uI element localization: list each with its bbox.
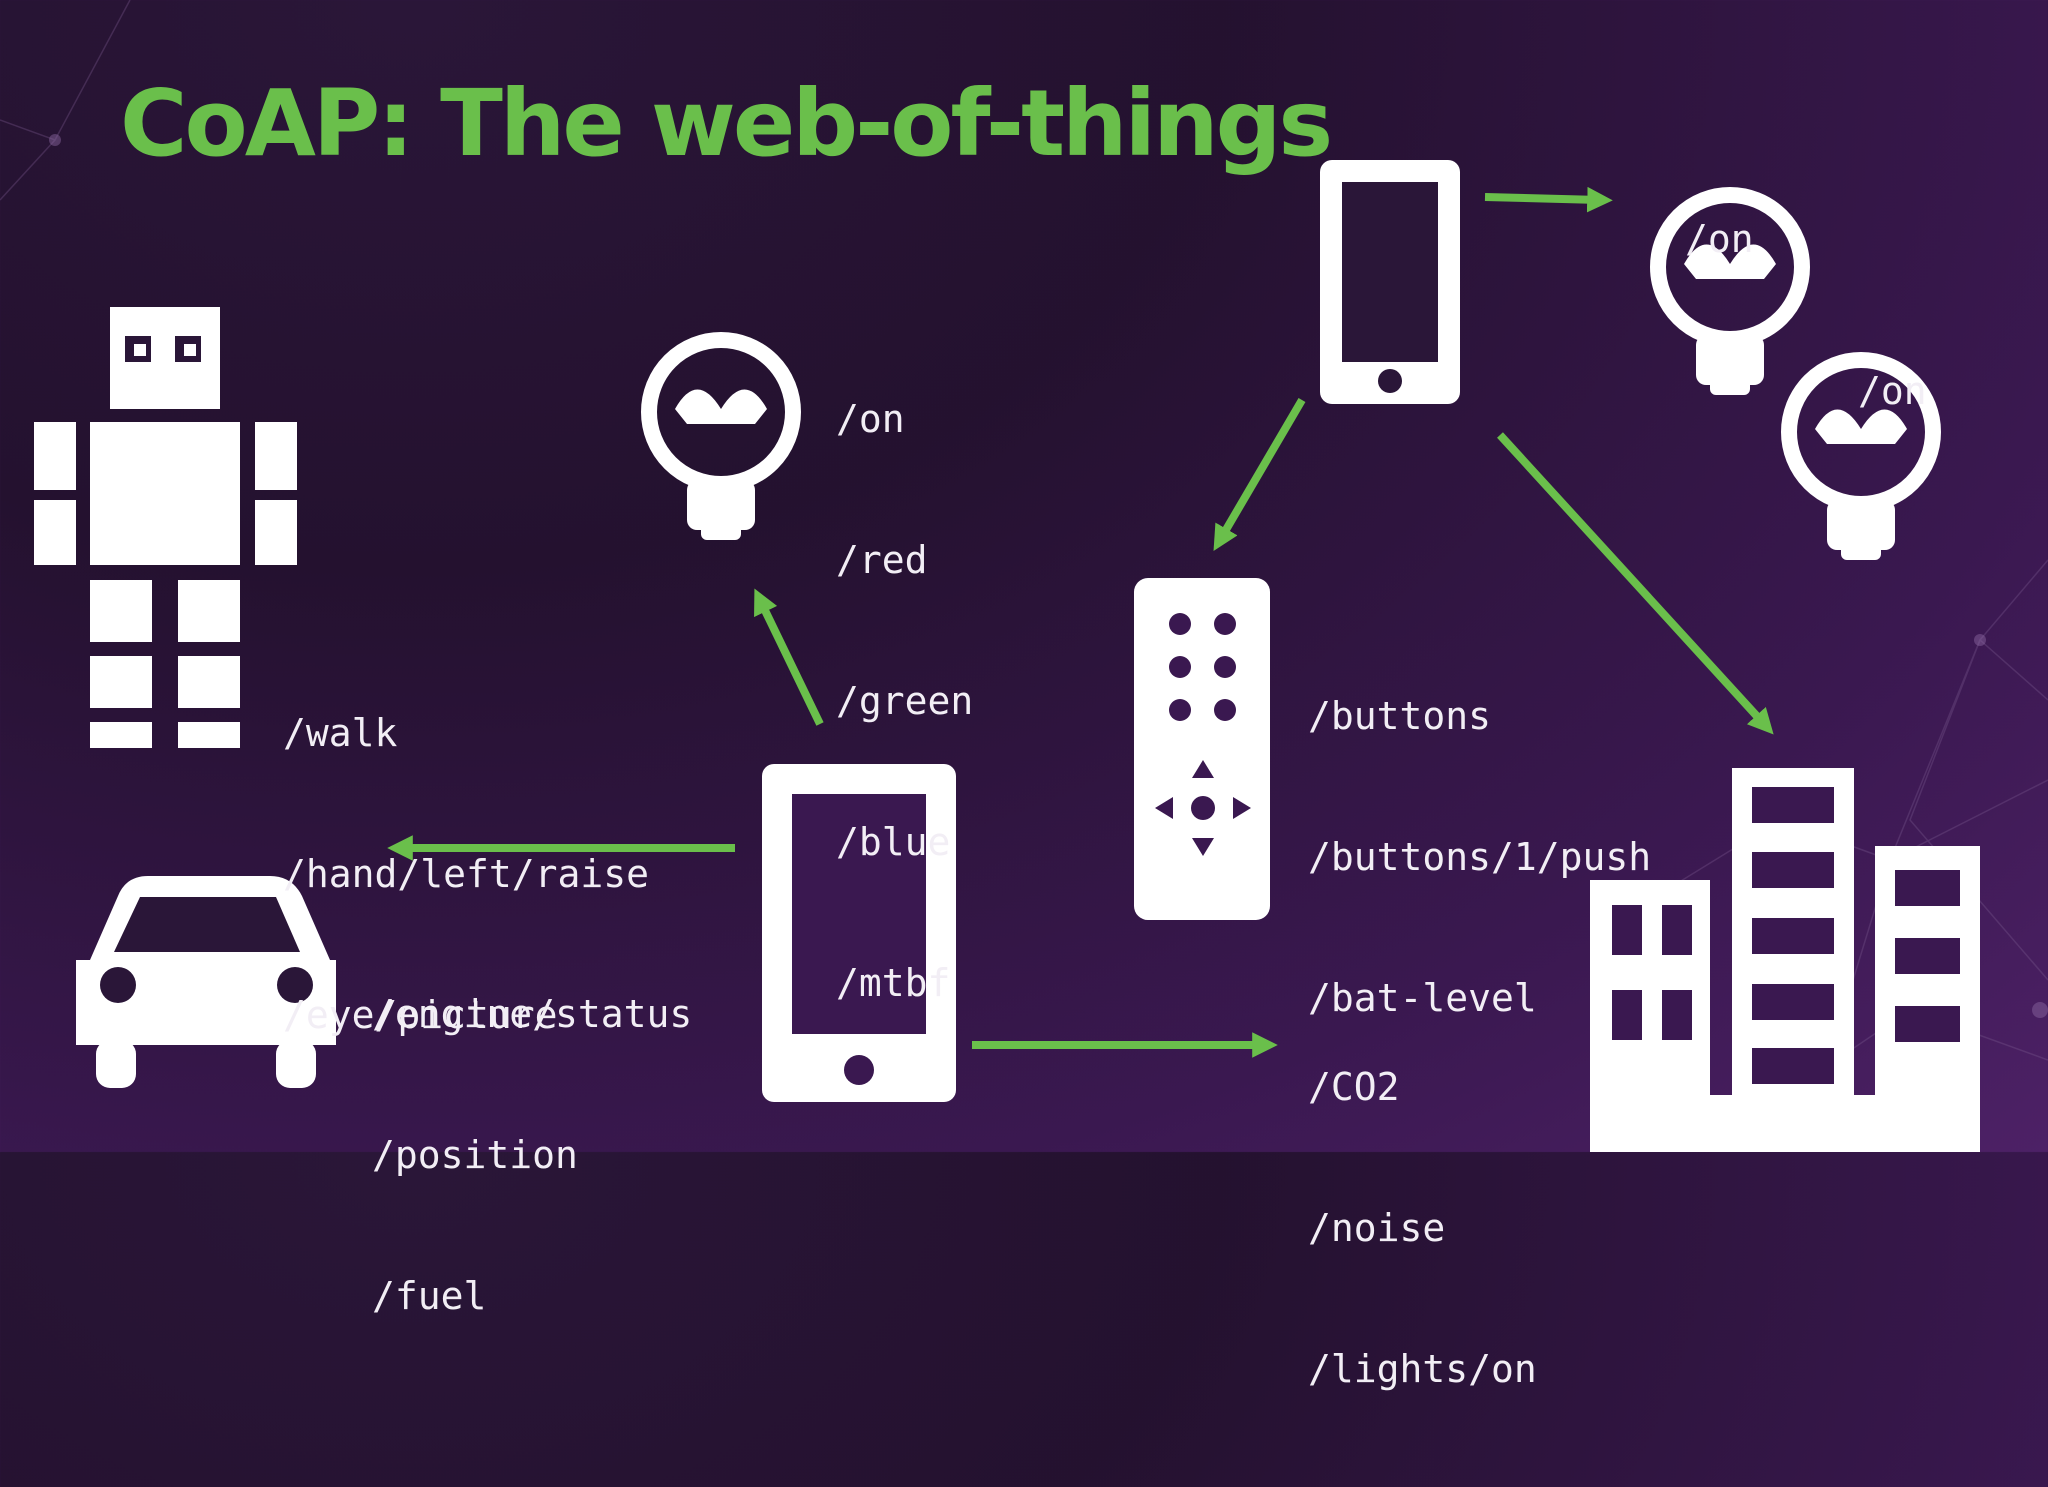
lightbulb-icon: [1650, 187, 1810, 395]
arrow-phone-to-buildings: [1497, 432, 1774, 735]
resource-path: /buttons: [1308, 694, 1492, 738]
resource-path: /noise: [1308, 1206, 1446, 1250]
smartphone-icon: [1320, 160, 1460, 404]
robot-resource-list: /walk /hand/left/raise /eye/picture: [283, 616, 649, 1133]
resource-path: /on: [836, 397, 905, 441]
right-lightbulb-resource-list: /on: [1858, 274, 1950, 509]
resource-path: /blue: [836, 820, 951, 864]
car-icon: [76, 876, 336, 1088]
resource-path: /bat-level: [1308, 976, 1537, 1020]
lightbulb-icon: [1781, 352, 1941, 560]
robot-icon: [34, 307, 297, 748]
resource-path: /mtbf: [836, 961, 951, 1005]
resource-path: /green: [836, 679, 974, 723]
arrow-phone-to-top-lightbulb: [1484, 186, 1613, 213]
resource-path: /engine/status: [372, 992, 693, 1036]
resource-path: /on: [1858, 369, 1927, 413]
city-buildings-icon: [1590, 768, 1980, 1152]
resource-path: /red: [836, 538, 928, 582]
arrow-phone-to-remote: [1213, 397, 1306, 552]
resource-path: /fuel: [372, 1274, 487, 1318]
lightbulb-resource-list: /on /red /green /blue /mtbf: [836, 302, 973, 1101]
resource-path: /hand/left/raise: [283, 852, 650, 896]
diagram-icons: [34, 160, 1980, 1152]
lightbulb-icon: [641, 332, 801, 540]
resource-path: /eye/picture: [283, 993, 558, 1037]
resource-path: /CO2: [1308, 1065, 1400, 1109]
smartphone-icon: [762, 764, 956, 1102]
top-lightbulb-resource-list: /on: [1685, 122, 1777, 357]
resource-path: /position: [372, 1133, 578, 1177]
remote-resource-list: /buttons /buttons/1/push /bat-level: [1308, 599, 1651, 1116]
city-resource-list: /CO2 /noise /lights/on: [1308, 970, 1537, 1487]
resource-path: /buttons/1/push: [1308, 835, 1652, 879]
remote-control-icon: [1134, 578, 1270, 920]
car-resource-list: /engine/status /position /fuel: [372, 897, 692, 1414]
slide-title: CoAP: The web-of-things: [120, 70, 1333, 177]
resource-path: /lights/on: [1308, 1347, 1537, 1391]
resource-path: /walk: [283, 711, 398, 755]
arrow-phone-to-lightbulb: [754, 588, 824, 726]
resource-path: /on: [1685, 217, 1754, 261]
